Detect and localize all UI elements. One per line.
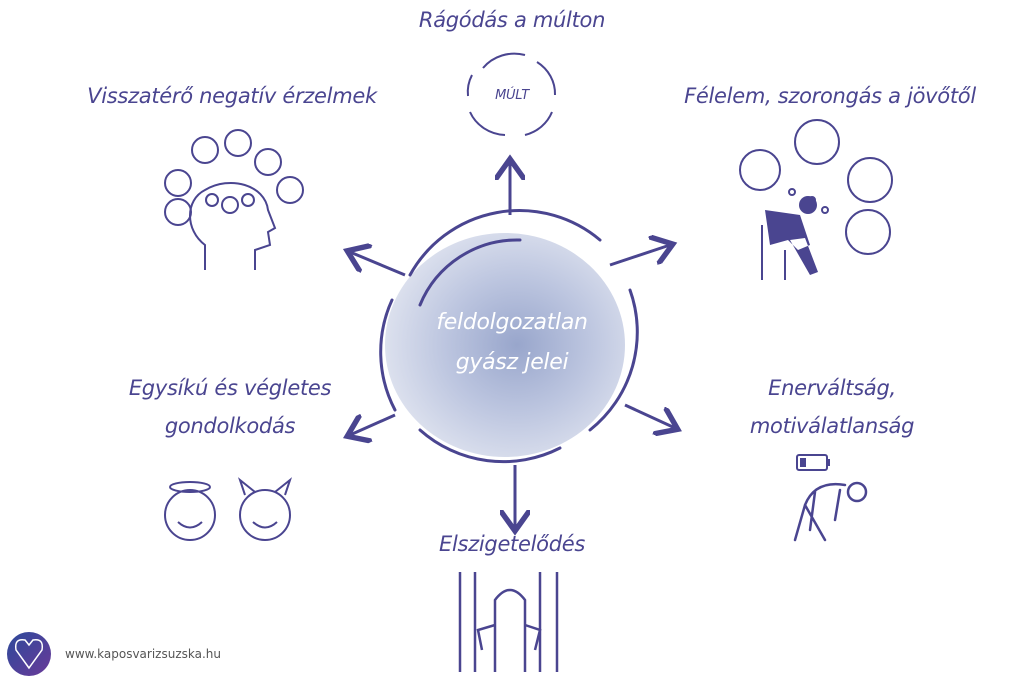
label-thinking-1: Egysíkú és végletes (128, 376, 332, 400)
label-past: Rágódás a múlton (418, 8, 606, 32)
cycle-arrows (379, 209, 639, 464)
spoke-arrows (350, 162, 675, 528)
angel-devil-icon (164, 477, 293, 541)
prison-bars-icon (458, 572, 559, 672)
cycle-icon (466, 52, 557, 136)
past-icon-text: MÚLT (495, 88, 529, 103)
anxious-person-icon (739, 119, 893, 280)
head-emotions-icon (164, 129, 304, 270)
tired-person-icon (793, 454, 868, 542)
label-fear: Félelem, szorongás a jövőtől (684, 84, 976, 108)
website-link[interactable]: www.kaposvarizsuzska.hu (65, 647, 222, 661)
label-isolation: Elszigetelődés (439, 532, 585, 556)
label-energy-1: Enerváltság, (768, 376, 896, 400)
label-emotions: Visszatérő negatív érzelmek (87, 84, 377, 108)
label-energy-2: motiválatlanság (749, 414, 915, 438)
center-title-1: feldolgozatlan (436, 310, 588, 335)
label-thinking-2: gondolkodás (164, 414, 296, 438)
logo (7, 632, 51, 676)
watercolor-blob (385, 233, 625, 457)
center-title-2: gyász jelei (455, 350, 569, 375)
